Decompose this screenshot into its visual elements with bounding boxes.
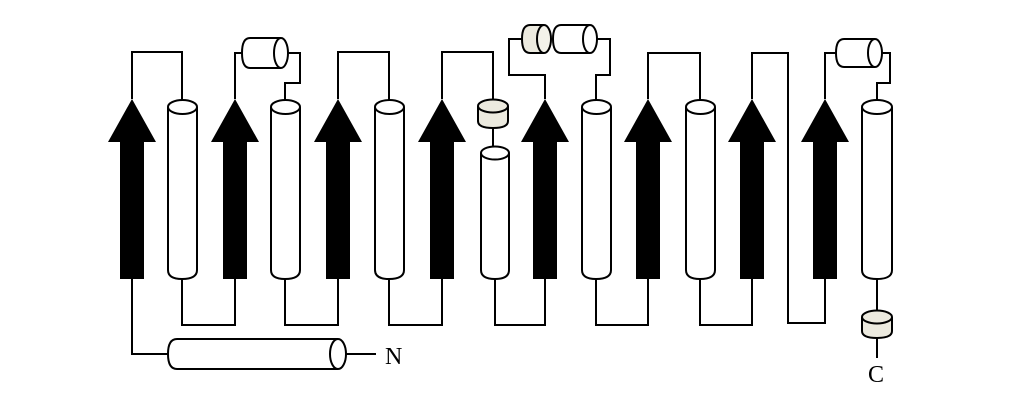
beta-strand-arrow-icon xyxy=(801,99,849,279)
horizontal-helix-icon xyxy=(551,24,598,54)
loop-b3-a3 xyxy=(337,51,390,101)
loop-b1-a1 xyxy=(131,51,183,101)
helix-cylinder-icon xyxy=(374,99,405,281)
alpha-helices xyxy=(167,99,893,281)
n-terminal-helix-icon xyxy=(166,338,347,370)
beta-strand-arrow-icon xyxy=(108,99,156,279)
loop-a2-b3 xyxy=(284,279,339,326)
horizontal-helix-icon xyxy=(240,37,289,69)
c-terminus-label: C xyxy=(868,362,884,388)
loop-h2-a5 xyxy=(595,38,611,101)
connecting-loops xyxy=(131,38,891,358)
loop-b6-a6 xyxy=(647,52,701,101)
loop-b2-h1 xyxy=(234,52,242,99)
beta-strand-arrow-icon xyxy=(728,99,776,279)
beta-strand-arrow-icon xyxy=(521,99,569,279)
loop-a4-b5 xyxy=(494,279,546,326)
beta-strands xyxy=(108,99,849,279)
beta-strand-arrow-icon xyxy=(211,99,259,279)
short-helices xyxy=(477,98,893,340)
loop-b5-h2 xyxy=(508,38,546,99)
loop-b7-b8 xyxy=(751,52,826,324)
loop-a1-b2 xyxy=(181,279,236,326)
loop-a3-b4 xyxy=(388,279,443,326)
beta-strand-arrow-icon xyxy=(314,99,362,279)
loop-h1-a2 xyxy=(284,52,301,101)
loop-h3-a7 xyxy=(876,52,891,101)
loop-helices xyxy=(166,24,883,370)
short-helix-cylinder-icon xyxy=(477,98,509,130)
loop-a5-b6 xyxy=(595,279,649,326)
beta-strand-arrow-icon xyxy=(418,99,466,279)
loop-n-helix-to-b1 xyxy=(131,279,168,355)
horizontal-helix-icon xyxy=(834,38,883,68)
loop-a6-b7 xyxy=(699,279,753,326)
helix-cylinder-icon xyxy=(480,145,510,281)
helix-cylinder-icon xyxy=(167,99,198,281)
helix-cylinder-icon xyxy=(861,99,893,281)
helix-cylinder-icon xyxy=(685,99,716,281)
beta-strand-arrow-icon xyxy=(624,99,672,279)
horizontal-helix-icon xyxy=(520,24,552,54)
helix-cylinder-icon xyxy=(581,99,612,281)
loop-b8-h3 xyxy=(824,52,836,99)
short-helix-cylinder-icon xyxy=(861,309,893,340)
n-terminus-label: N xyxy=(385,344,402,370)
helix-cylinder-icon xyxy=(270,99,301,281)
loop-b4-a4short xyxy=(441,51,494,99)
